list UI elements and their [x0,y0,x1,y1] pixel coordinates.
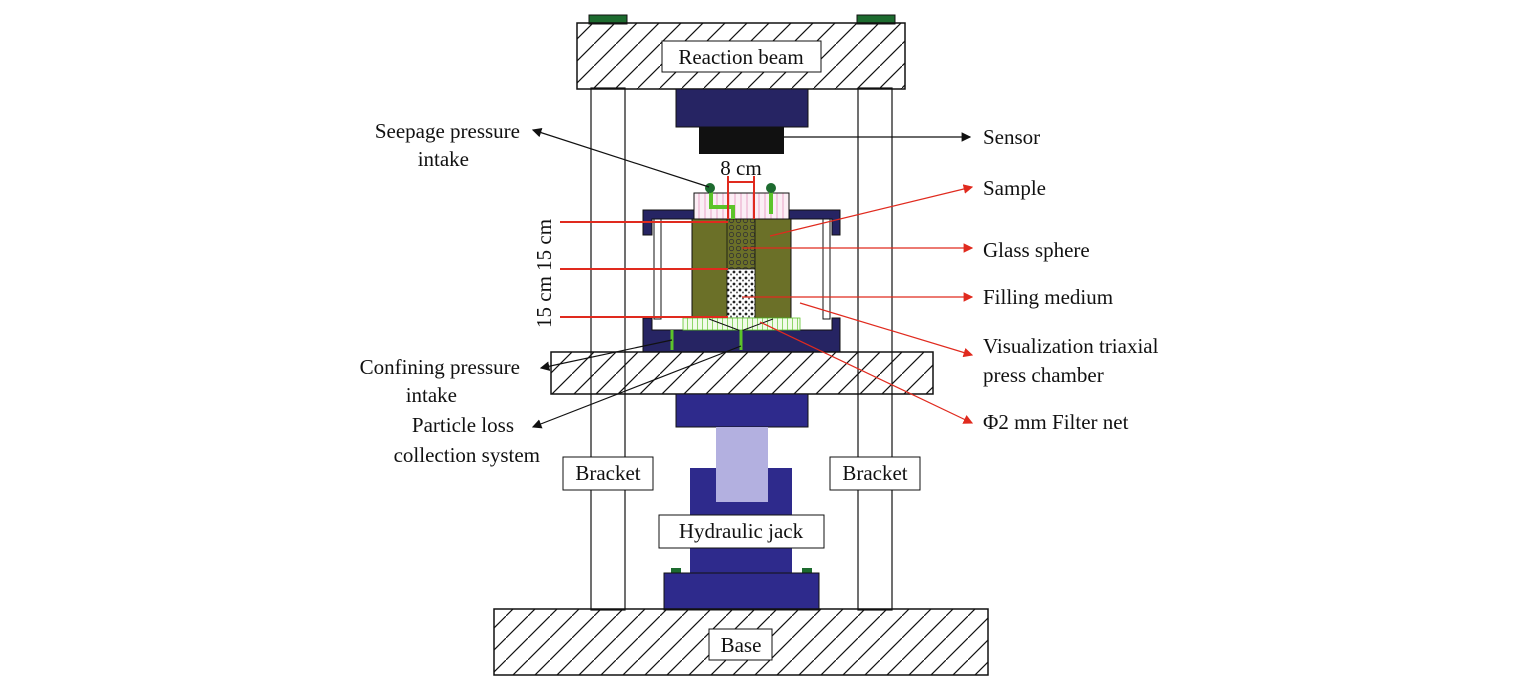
sample-leader [769,184,974,237]
filter-net-leader [759,321,974,424]
lower-platen [550,351,934,395]
seepage-label-line2: intake [418,147,469,171]
hydraulic-jack-label: Hydraulic jack [679,519,804,543]
particle-label-line1: Particle loss [412,413,514,437]
seepage-leader [531,128,710,188]
height-dimension: 15 cm 15 cm [532,219,728,328]
chamber-label-line1: Visualization triaxial [983,334,1159,358]
confining-leader [539,339,673,371]
height-dimension-label: 15 cm 15 cm [532,219,556,328]
confining-label-line2: intake [406,383,457,407]
bracket-right-label: Bracket [842,461,907,485]
load-piston [675,88,809,128]
reaction-beam-label: Reaction beam [678,45,803,69]
base-label: Base [721,633,762,657]
width-dimension: 8 cm [720,156,762,219]
particle-label-line2: collection system [394,443,540,467]
base: Base [493,608,989,676]
left-column [590,87,626,611]
right-column [857,87,893,611]
confining-label-line1: Confining pressure [360,355,520,379]
chamber-label-line2: press chamber [983,363,1104,387]
seepage-label-line1: Seepage pressure [375,119,520,143]
triaxial-chamber [642,183,841,353]
filling-medium-label: Filling medium [983,285,1113,309]
reaction-beam: Reaction beam [576,22,906,90]
hydraulic-jack: Hydraulic jack [658,393,825,611]
bracket-left-label: Bracket [575,461,640,485]
particle-leader [531,345,742,429]
width-dimension-label: 8 cm [720,156,761,180]
sample-label: Sample [983,176,1046,200]
bracket-right: Bracket [829,456,921,491]
glass-sphere-label: Glass sphere [983,238,1090,262]
filter-net-label: Φ2 mm Filter net [983,410,1129,434]
sensor-label: Sensor [983,125,1040,149]
chamber-leader [799,302,974,358]
sensor-body [699,127,784,154]
bracket-left: Bracket [562,456,654,491]
